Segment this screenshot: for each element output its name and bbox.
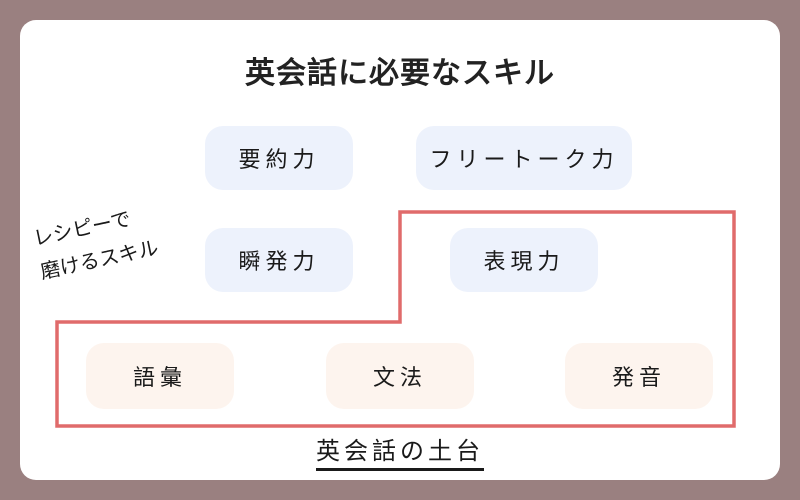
skill-pronunciation: 発音 (565, 343, 713, 409)
skill-free-talk: フリートーク力 (416, 126, 632, 190)
skill-vocabulary: 語彙 (86, 343, 234, 409)
page-title: 英会話に必要なスキル (245, 56, 555, 91)
foundation-caption: 英会話の土台 (0, 436, 800, 471)
skill-quick-response: 瞬発力 (205, 228, 353, 292)
skill-expression: 表現力 (450, 228, 598, 292)
skill-grammar: 文法 (326, 343, 474, 409)
foundation-label: 英会話の土台 (316, 436, 484, 471)
skill-summary: 要約力 (205, 126, 353, 190)
